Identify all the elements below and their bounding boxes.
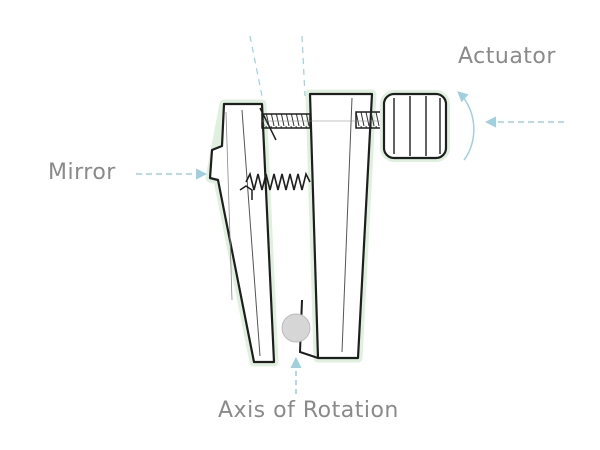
mirror-plate bbox=[208, 102, 276, 364]
rotation-arc bbox=[457, 91, 475, 161]
axis-of-rotation-label: Axis of Rotation bbox=[218, 398, 399, 423]
reference-lines bbox=[249, 35, 306, 97]
mount-body bbox=[205, 89, 377, 367]
adjuster-screw bbox=[261, 111, 400, 129]
spring bbox=[239, 171, 311, 200]
actuator-knob bbox=[380, 90, 450, 162]
fixed-block bbox=[308, 92, 374, 360]
mirror-label: Mirror bbox=[48, 160, 116, 185]
actuator-label: Actuator bbox=[458, 44, 556, 69]
pivot-ball bbox=[281, 313, 311, 343]
